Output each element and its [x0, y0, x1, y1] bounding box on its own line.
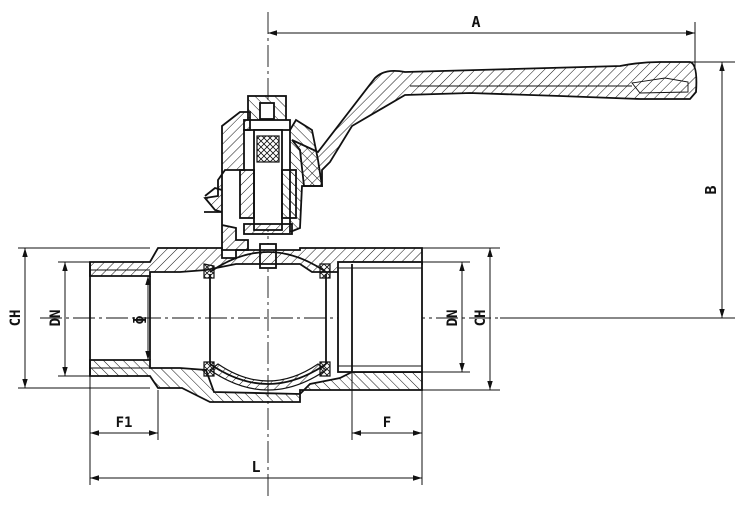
dimensions	[18, 22, 735, 485]
stem-square	[256, 135, 280, 163]
bonnet-left	[203, 111, 251, 251]
dimension-labels: A B CH DN ɸ DN CH F1 F L	[8, 13, 720, 476]
label-DN-right: DN	[445, 310, 461, 327]
lever-handle	[291, 61, 698, 187]
label-DN-left: DN	[48, 310, 64, 327]
label-F: F	[383, 415, 391, 431]
label-L: L	[251, 458, 260, 476]
bonnet-right	[289, 118, 324, 234]
label-F1: F1	[116, 415, 133, 431]
packing-right	[281, 169, 297, 219]
seat-bottom-right	[319, 361, 331, 377]
nut-core	[259, 102, 275, 120]
label-phi: ɸ	[132, 316, 147, 324]
label-A: A	[471, 13, 480, 31]
seat-top-left	[203, 263, 215, 279]
packing-ring	[243, 223, 293, 235]
valve-body	[89, 247, 423, 403]
seat-top-right	[319, 263, 331, 279]
label-B: B	[702, 185, 720, 194]
label-CH-left: CH	[8, 310, 24, 327]
outlet-bore	[337, 261, 423, 373]
packing-left	[239, 169, 255, 219]
seat-bottom-left	[203, 361, 215, 377]
ball	[203, 251, 331, 391]
label-CH-right: CH	[473, 310, 489, 327]
stem-assembly	[203, 95, 324, 269]
